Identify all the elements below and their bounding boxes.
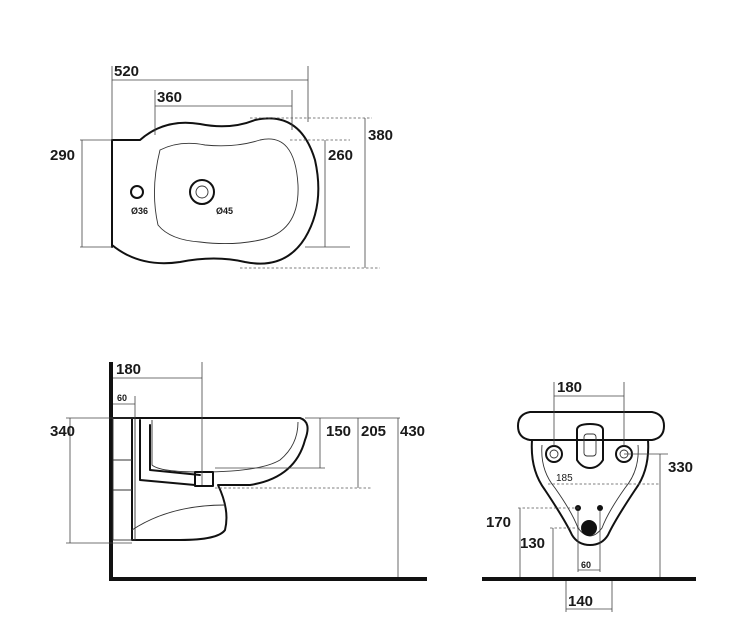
front-view-label-140: 140 [568,593,593,610]
front-view-label-185: 185 [556,473,573,484]
side-view-label-180: 180 [116,361,141,378]
side-view-label-340: 340 [50,423,75,440]
top-view-label-small-hole: Ø36 [131,206,148,216]
front-view-label-330: 330 [668,459,693,476]
front-view-label-180: 180 [557,379,582,396]
front-view-left-hole-outer [545,445,563,463]
front-view-inner-body [541,444,639,537]
top-view-inner-bowl [153,138,299,245]
side-view-drain-pipe [139,419,201,486]
front-view-label-130: 130 [520,535,545,552]
top-view-label-360: 360 [157,89,182,106]
front-view: 180 185 330 170 130 60 140 [482,379,696,612]
top-view-drain-hole-outer [189,179,215,205]
side-view-drain-outlet [194,471,214,487]
top-view-small-hole [130,185,144,199]
front-view-body [530,439,650,546]
front-view-bolt-right [597,505,603,511]
front-view-label-60: 60 [581,560,591,570]
side-view-label-60: 60 [117,393,127,403]
top-view-label-290: 290 [50,147,75,164]
side-view: 180 60 340 150 205 430 [50,361,427,581]
side-view-label-430: 430 [400,423,425,440]
top-view-label-260: 260 [328,147,353,164]
side-view-floor [109,577,427,581]
front-view-label-170: 170 [486,514,511,531]
side-view-wall [109,362,113,580]
top-view: Ø36 Ø45 520 360 380 260 290 [50,63,393,269]
top-view-basin-outline [111,117,320,265]
side-view-bracket [112,417,136,541]
side-view-underside [131,504,226,531]
side-view-label-150: 150 [326,423,351,440]
front-view-floor [482,577,696,581]
side-view-inner-bowl [151,420,299,473]
top-view-drain-hole-inner [195,185,209,199]
top-view-label-large-hole: Ø45 [216,206,233,216]
top-view-label-380: 380 [368,127,393,144]
front-view-tap-block [576,423,604,469]
front-view-left-hole-inner [549,449,559,459]
side-view-label-205: 205 [361,423,386,440]
side-view-basin-outline [112,417,309,541]
top-view-label-520: 520 [114,63,139,80]
front-view-tap-hole [583,433,597,457]
front-view-drain [581,520,597,536]
front-view-rim [517,411,665,441]
